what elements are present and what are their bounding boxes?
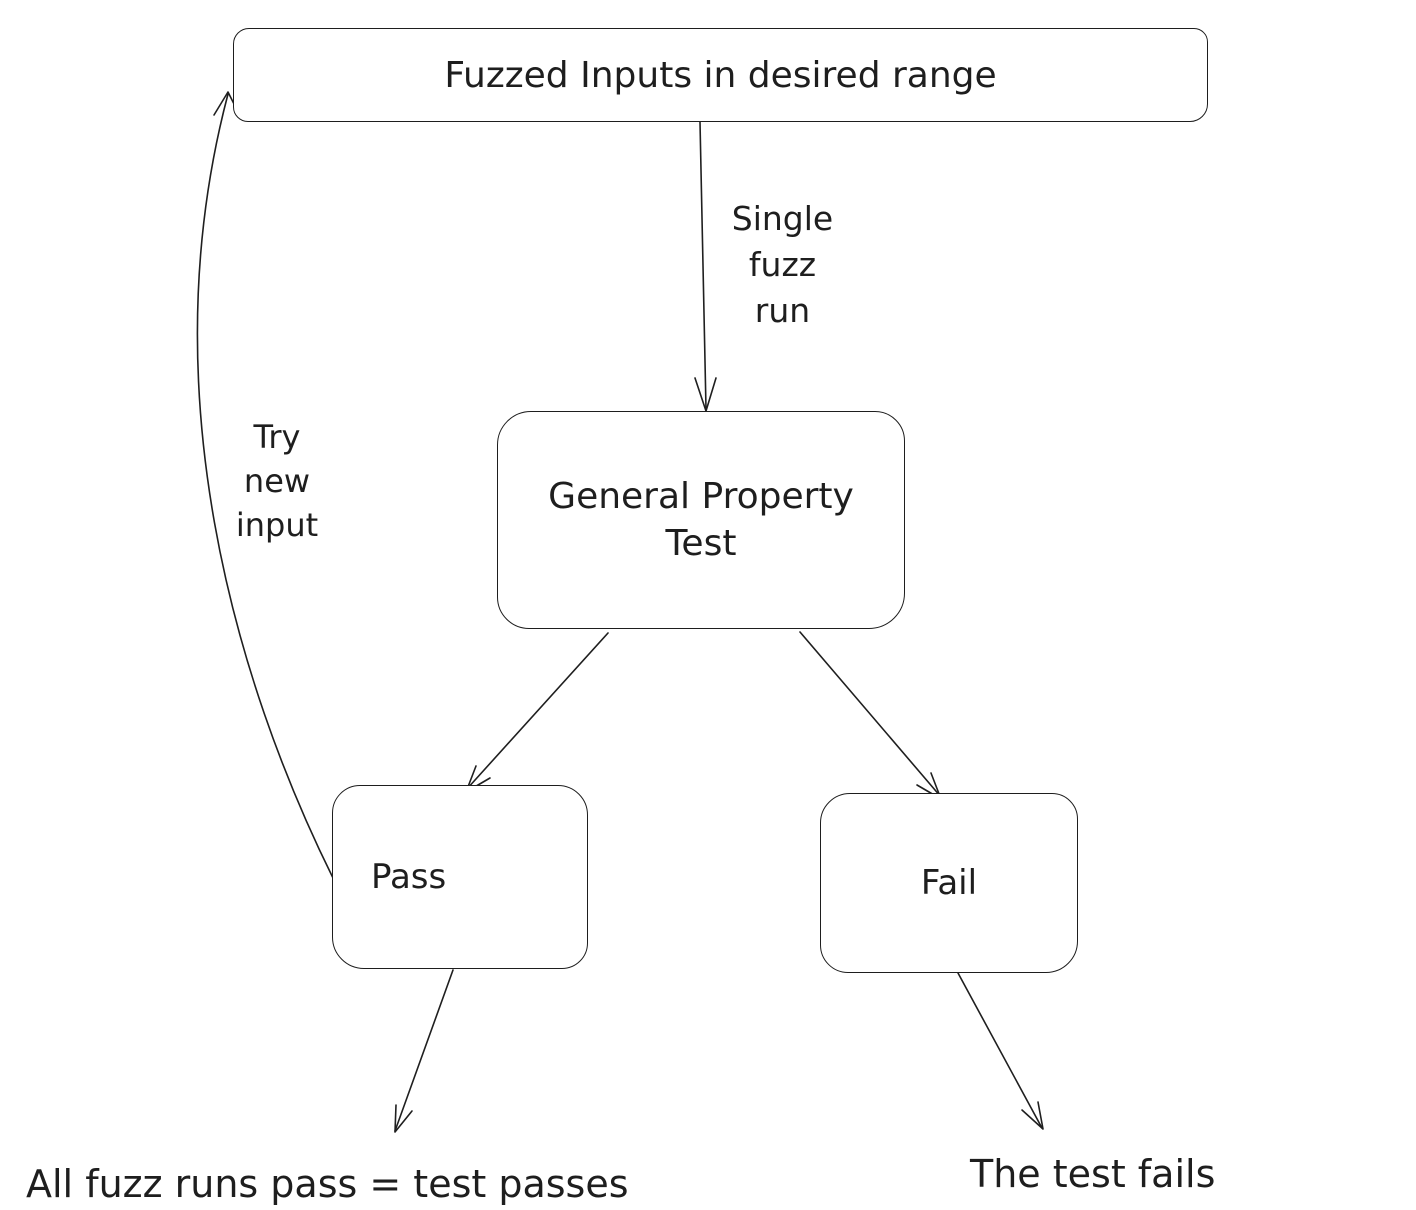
node-fail-label: Fail (920, 863, 978, 903)
arrow-branch-fail (799, 631, 942, 800)
outcome-text-pass: All fuzz runs pass = test passes (26, 1162, 629, 1206)
node-general-property-test: General Property Test (497, 411, 905, 629)
node-fuzzed-inputs-label: Fuzzed Inputs in desired range (444, 54, 997, 96)
edge-label-try-new-input: Try new input (235, 418, 319, 544)
arrow-branch-pass (465, 632, 609, 793)
arrow-fail-outcome (957, 972, 1044, 1130)
node-pass: Pass (332, 785, 588, 969)
arrow-pass-outcome (394, 969, 454, 1133)
edge-label-single-fuzz-run: Single fuzz run (731, 199, 834, 330)
node-pass-label: Pass (371, 857, 447, 897)
outcome-text-fail: The test fails (970, 1152, 1216, 1196)
node-general-property-test-label: General Property Test (548, 476, 854, 564)
node-fail: Fail (820, 793, 1078, 973)
node-fuzzed-inputs: Fuzzed Inputs in desired range (233, 28, 1208, 122)
